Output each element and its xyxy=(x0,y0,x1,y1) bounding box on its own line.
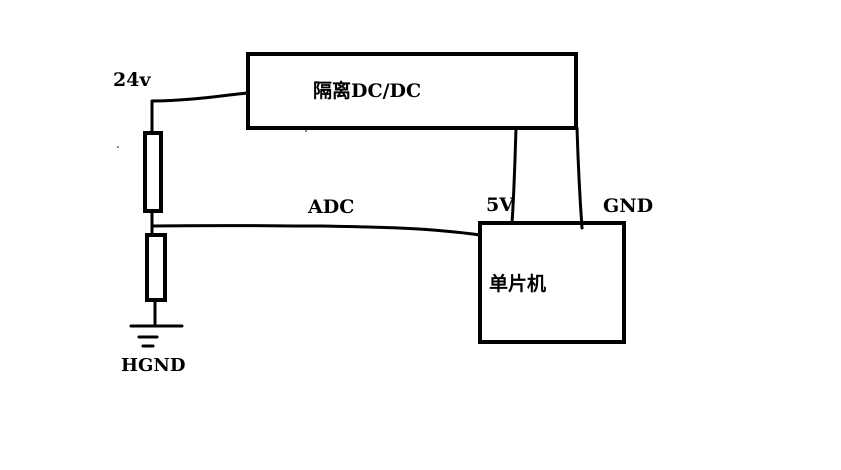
hgnd-label: HGND xyxy=(121,355,185,376)
gnd-label: GND xyxy=(603,195,653,217)
stray-dot xyxy=(117,146,119,148)
mcu-box xyxy=(478,221,626,344)
wire-gnd xyxy=(575,126,584,230)
ground-symbol xyxy=(129,324,184,348)
wire-adc xyxy=(150,224,482,237)
wire-24v-feed xyxy=(150,91,250,135)
resistor-upper xyxy=(143,131,163,213)
resistor-lower xyxy=(145,233,167,302)
dcdc-module-label: 隔离DC/DC xyxy=(313,79,421,102)
wire-5v xyxy=(510,126,518,225)
five-v-label: 5V xyxy=(486,194,515,216)
voltage-in-label: 24v xyxy=(113,69,151,91)
stray-dot xyxy=(305,130,307,132)
dcdc-module-box xyxy=(246,52,578,130)
adc-label: ADC xyxy=(307,196,354,218)
mcu-label: 单片机 xyxy=(489,272,546,295)
